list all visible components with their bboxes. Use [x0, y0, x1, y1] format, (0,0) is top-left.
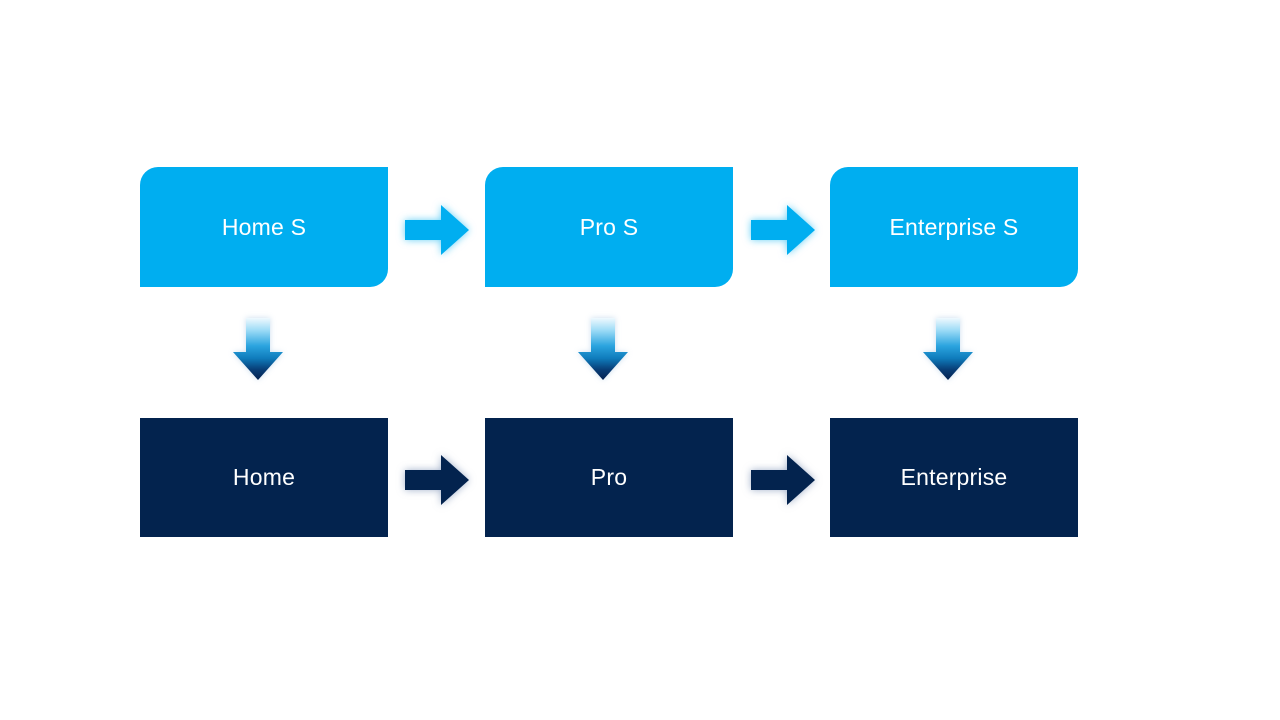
- right-arrow-icon: [751, 205, 815, 255]
- node-pro-s: Pro S: [485, 167, 733, 287]
- node-enterprise-s: Enterprise S: [830, 167, 1078, 287]
- right-arrow-shape: [405, 455, 469, 505]
- node-pro-label: Pro: [590, 464, 628, 490]
- right-arrow-icon: [405, 455, 469, 505]
- node-home-s-label: Home S: [221, 213, 307, 240]
- right-arrow-icon: [405, 205, 469, 255]
- node-home-label: Home: [232, 464, 296, 490]
- down-arrow-shape: [923, 318, 973, 380]
- down-arrow-shape: [233, 318, 283, 380]
- down-arrow-icon: [578, 318, 628, 380]
- node-enterprise-s-label: Enterprise S: [889, 213, 1019, 240]
- right-arrow-shape: [751, 455, 815, 505]
- down-arrow-shape: [578, 318, 628, 380]
- node-enterprise-label: Enterprise: [900, 464, 1008, 490]
- right-arrow-shape: [405, 205, 469, 255]
- down-arrow-icon: [233, 318, 283, 380]
- node-pro-s-label: Pro S: [579, 213, 639, 240]
- node-home: Home: [140, 418, 388, 537]
- node-pro: Pro: [485, 418, 733, 537]
- right-arrow-icon: [751, 455, 815, 505]
- right-arrow-shape: [751, 205, 815, 255]
- down-arrow-icon: [923, 318, 973, 380]
- node-home-s: Home S: [140, 167, 388, 287]
- node-enterprise: Enterprise: [830, 418, 1078, 537]
